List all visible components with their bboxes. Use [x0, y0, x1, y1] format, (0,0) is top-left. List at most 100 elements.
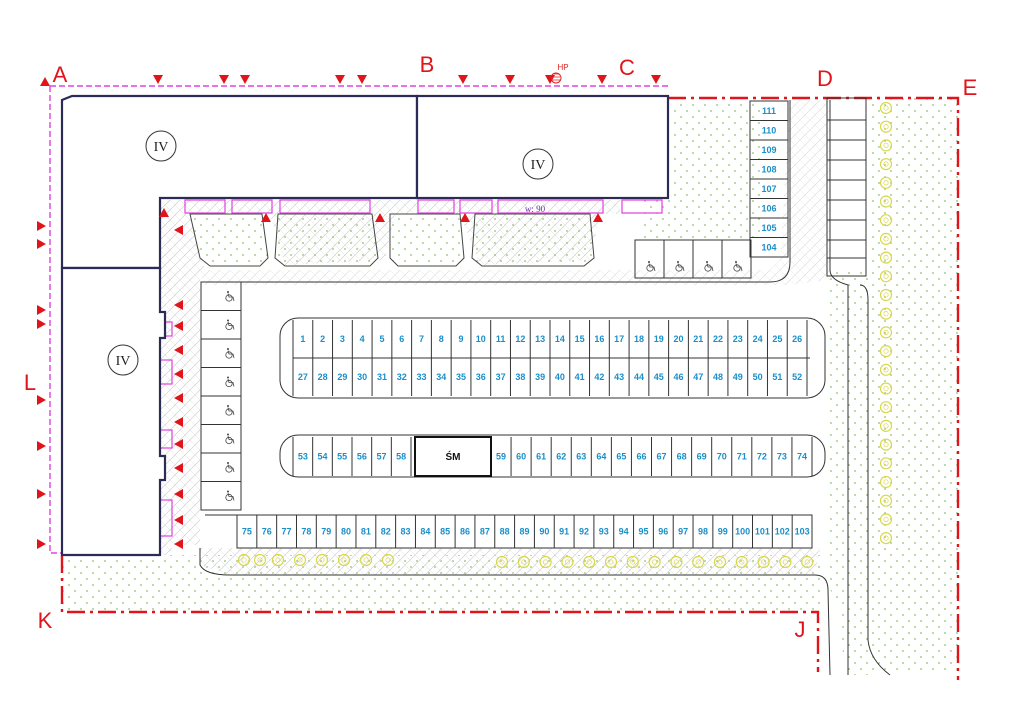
parking-stall: 27 [292, 358, 308, 396]
letter-k: K [38, 608, 53, 633]
red-triangle-arrow-icon [37, 395, 46, 405]
parking-stall: 31 [371, 358, 387, 396]
parking-stall: 14 [549, 320, 565, 358]
red-triangle-arrow-icon [593, 213, 603, 222]
stall-number: 89 [519, 527, 529, 537]
accessible-stall [200, 281, 242, 311]
parking-stall: 86 [454, 515, 470, 548]
stall-number: 88 [500, 527, 510, 537]
parking-stall: 55 [331, 437, 347, 476]
stall-number: 12 [515, 334, 525, 344]
red-triangle-arrow-icon [37, 239, 46, 249]
tree-icon [879, 139, 893, 152]
stall-number: 52 [792, 372, 802, 382]
tree-icon [583, 555, 596, 569]
tree-icon [879, 307, 893, 320]
stall-number: 21 [693, 334, 703, 344]
parking-stall: 78 [295, 515, 311, 548]
stall-number: 3 [340, 334, 345, 344]
stall-number: 101 [755, 527, 770, 537]
dimension-label: w: 90 [525, 204, 546, 214]
stall-number: 70 [717, 452, 727, 462]
letter-b: B [420, 52, 435, 77]
stall-number: 87 [480, 527, 490, 537]
accessible-stall [721, 239, 752, 279]
parking-stall: 8 [430, 320, 444, 358]
parking-stall: 12 [509, 320, 525, 358]
parking-stall: 87 [474, 515, 490, 548]
stall-number: 63 [576, 452, 586, 462]
parking-stall: 1 [292, 320, 305, 358]
parking-stall: 10 [470, 320, 486, 358]
tree-icon [271, 553, 285, 567]
stall-number: 54 [317, 452, 327, 462]
tree-icon [801, 555, 814, 569]
tree-icon [315, 553, 329, 567]
parking-stall: 102 [771, 515, 790, 548]
stall-number: 20 [673, 334, 683, 344]
tree-icon [670, 555, 683, 569]
red-triangle-arrow-icon [335, 75, 345, 84]
stall-number: 2 [320, 334, 325, 344]
wheelchair-icon [225, 319, 235, 331]
parking-stall: 98 [692, 515, 708, 548]
parking-stall: 32 [391, 358, 407, 396]
stall-number: 44 [634, 372, 644, 382]
parking-stall: 61 [530, 437, 546, 476]
stall-number: 51 [772, 372, 782, 382]
tree-icon [879, 457, 893, 470]
red-triangle-arrow-icon [174, 369, 183, 379]
parking-stall: 48 [707, 358, 723, 396]
tree-icon [626, 555, 639, 569]
parking-stall: 57 [371, 437, 387, 476]
parking-stall: 101 [752, 515, 770, 548]
parking-stall: 89 [514, 515, 530, 548]
stall-number: 93 [599, 527, 609, 537]
tree-icon [879, 345, 893, 358]
stall-number: 92 [579, 527, 589, 537]
parking-stall: 94 [613, 515, 629, 548]
stall-number: 11 [496, 334, 506, 344]
accessible-stall [200, 310, 242, 340]
stall-number: 58 [396, 452, 406, 462]
red-triangle-arrow-icon [261, 213, 271, 222]
parking-stall: 3 [332, 320, 345, 358]
parking-stall: 22 [707, 320, 723, 358]
letter-j: J [795, 617, 806, 642]
parking-stall: 13 [529, 320, 545, 358]
tree-icon [495, 555, 509, 569]
red-triangle-arrow-icon [174, 539, 183, 549]
stall-number: 95 [638, 527, 648, 537]
stall-number: 16 [594, 334, 604, 344]
tree-icon [359, 553, 373, 567]
stall-number: 29 [337, 372, 347, 382]
wheelchair-icon [225, 433, 235, 445]
parking-stall: 81 [355, 515, 371, 548]
stall-number: 33 [416, 372, 426, 382]
parking-stall: 80 [335, 515, 351, 548]
red-triangle-arrow-icon [153, 75, 163, 84]
hydrant-marker: HP [550, 63, 569, 84]
stall-number: 43 [614, 372, 624, 382]
tree-icon [779, 555, 792, 569]
stall-number: 46 [673, 372, 683, 382]
parking-stall: 79 [315, 515, 331, 548]
stall-number: 8 [439, 334, 444, 344]
wheelchair-icon [733, 261, 743, 272]
parking-stall: 17 [608, 320, 624, 358]
parking-stall: 83 [395, 515, 411, 548]
parking-stall: 90 [533, 515, 549, 548]
parking-stall: 100 [732, 515, 750, 548]
svg-text:HP: HP [557, 63, 568, 72]
stall-number: 62 [556, 452, 566, 462]
red-triangle-arrow-icon [174, 463, 183, 473]
stall-number: 106 [761, 204, 776, 214]
stall-number: 107 [761, 184, 776, 194]
accessible-stall [200, 481, 242, 511]
parking-stall: 16 [589, 320, 604, 358]
wheelchair-icon [704, 261, 714, 272]
parking-stall: 30 [351, 358, 367, 396]
parking-stall: 69 [691, 437, 707, 476]
stall-number: 78 [301, 527, 311, 537]
accessible-stall [200, 424, 242, 454]
